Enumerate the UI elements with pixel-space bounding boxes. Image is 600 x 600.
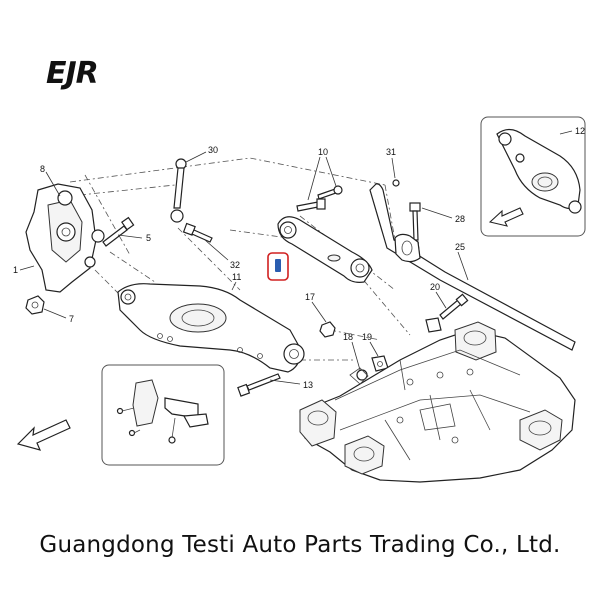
company-name-footer: Guangdong Testi Auto Parts Trading Co., … bbox=[39, 532, 561, 558]
callout-5: 5 bbox=[146, 233, 151, 243]
inset-box-bottom-left bbox=[101, 364, 225, 466]
callout-18: 18 bbox=[343, 332, 353, 342]
company-logo: EJR bbox=[46, 56, 99, 91]
highlight-marker-icon bbox=[267, 252, 289, 281]
callout-30: 30 bbox=[208, 145, 218, 155]
part-nut-7: 7 bbox=[25, 295, 74, 324]
inset-box-top-right: 12 bbox=[480, 116, 586, 237]
part-lower-arm-11: 11 bbox=[117, 272, 305, 373]
callout-13: 13 bbox=[303, 380, 313, 390]
callout-11: 11 bbox=[232, 272, 241, 282]
part-stabilizer-bar-25: 25 bbox=[369, 183, 576, 351]
part-upper-arm-10: 10 bbox=[277, 147, 373, 283]
part-bolt-28: 28 bbox=[409, 202, 465, 241]
callout-17: 17 bbox=[305, 292, 315, 302]
callout-20: 20 bbox=[430, 282, 440, 292]
callout-25: 25 bbox=[455, 242, 465, 252]
part-clip-31: 31 bbox=[386, 147, 400, 187]
part-subframe bbox=[299, 321, 576, 483]
callout-31: 31 bbox=[386, 147, 396, 157]
part-bolt-5: 5 bbox=[102, 216, 151, 247]
arrow-left-icon bbox=[488, 207, 524, 227]
part-bolt-13: 13 bbox=[237, 373, 313, 397]
part-bolt-20: 20 bbox=[425, 282, 469, 333]
callout-32: 32 bbox=[230, 260, 240, 270]
logo-text: EJR bbox=[46, 56, 98, 91]
arrow-left-icon bbox=[16, 419, 71, 451]
part-knuckle: 8 1 bbox=[13, 164, 105, 293]
callout-10: 10 bbox=[318, 147, 328, 157]
callout-7: 7 bbox=[69, 314, 74, 324]
callout-1: 1 bbox=[13, 265, 18, 275]
part-stabilizer-link-30: 30 bbox=[170, 145, 218, 223]
part-bolt-32: 32 bbox=[182, 222, 240, 270]
part-nut-17: 17 bbox=[305, 292, 336, 338]
callout-28: 28 bbox=[455, 214, 465, 224]
callout-19: 19 bbox=[362, 332, 372, 342]
callout-8: 8 bbox=[40, 164, 45, 174]
part-washer-19: 19 bbox=[362, 332, 389, 372]
callout-12: 12 bbox=[575, 126, 585, 136]
